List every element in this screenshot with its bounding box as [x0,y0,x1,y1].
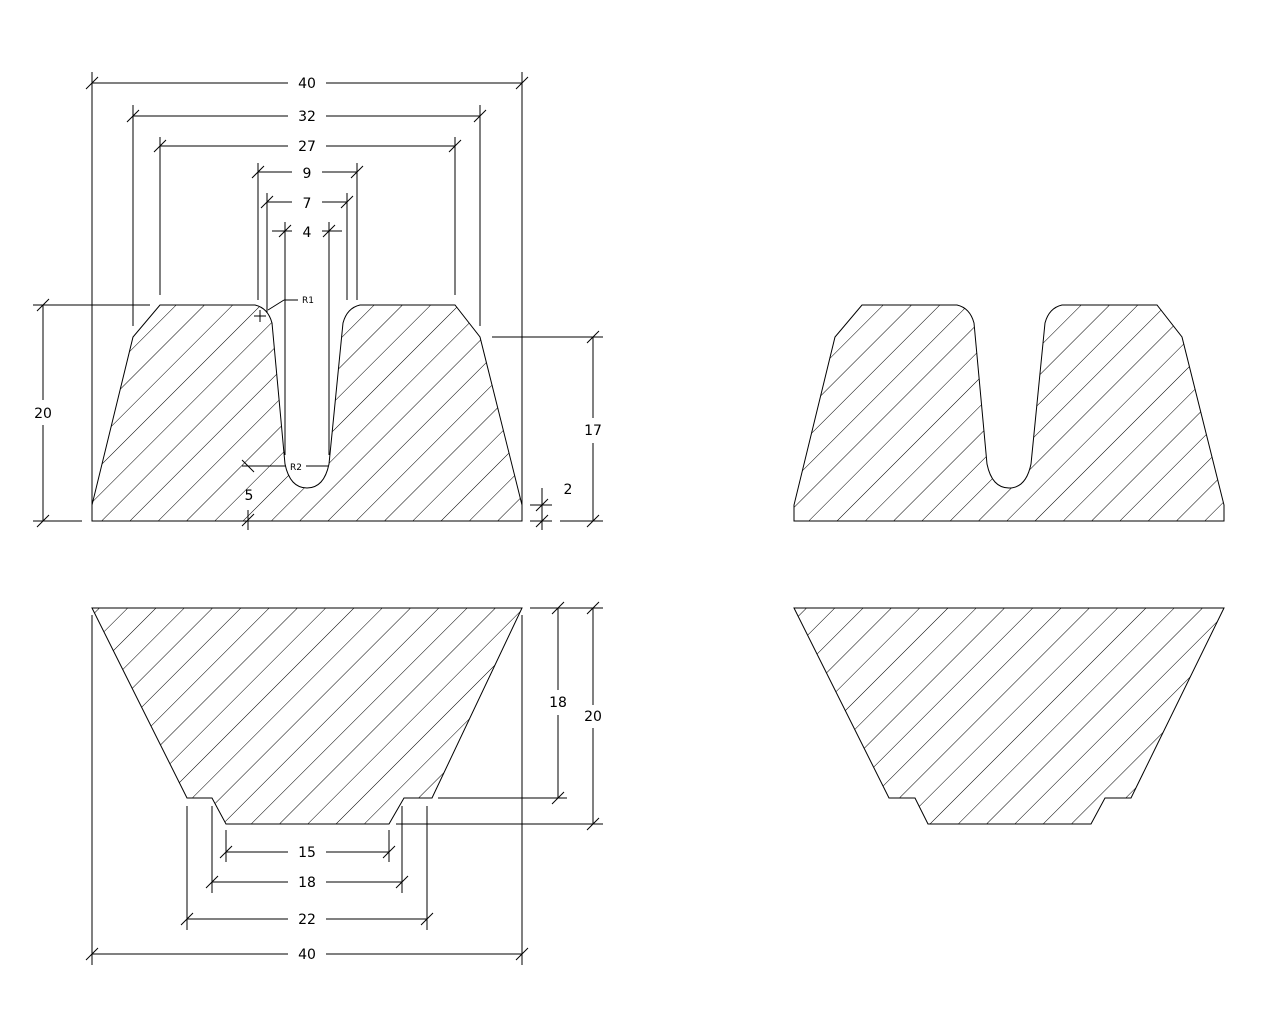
dim-32: 32 [298,109,316,125]
dim-20-left: 20 [34,406,52,422]
bottom-section-view-clean [793,607,1225,825]
dim-40-bottom: 40 [298,947,316,963]
dim-9: 9 [303,166,312,182]
dim-15: 15 [298,845,316,861]
dim-18-width: 18 [298,875,316,891]
front-section-view-clean [793,304,1225,522]
dim-27: 27 [298,139,316,155]
front-section-shape [91,304,523,522]
dim-2: 2 [564,482,573,498]
dim-18-height: 18 [549,695,567,711]
bottom-section-shape [91,607,523,825]
front-section-view: 40 32 27 9 7 4 R1 [33,72,603,530]
dim-4: 4 [303,225,312,241]
dim-22: 22 [298,912,316,928]
radius-r2-label: R2 [290,463,302,473]
dim-40-top: 40 [298,76,316,92]
dim-17: 17 [584,423,602,439]
radius-r1-label: R1 [302,296,314,306]
dim-5: 5 [245,488,254,504]
dim-7: 7 [303,196,312,212]
dim-20-right: 20 [584,709,602,725]
bottom-section-view: 15 18 22 40 18 20 [85,601,603,965]
front-section-shape-clean [793,304,1225,522]
bottom-section-shape-clean [793,607,1225,825]
